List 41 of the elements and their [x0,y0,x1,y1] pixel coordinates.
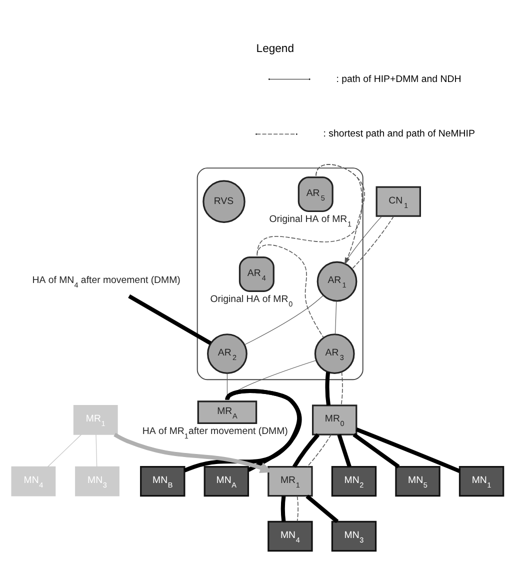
cluster [196,168,364,380]
connector [337,434,352,468]
connector [292,433,320,468]
node-box: MR$_{0}$ [312,404,358,436]
node-box: MR$_{1}$ [268,466,313,497]
connector [352,433,400,468]
connector [256,164,362,256]
connector [296,496,298,522]
legend-label: : shortest path and path of NeMHIP [323,128,475,140]
connector [356,428,460,474]
connector [184,389,302,472]
connector [48,434,82,468]
connector [306,494,339,524]
node-circle: AR$_{3}$ [314,334,355,374]
connector [306,434,332,468]
node-box: MN$_{5}$ [395,466,440,497]
node-box: MN$_{3}$ [331,520,377,552]
node-circle: RVS [202,180,246,223]
connector [325,372,331,406]
connector [96,434,98,468]
node-box: MN$_{1}$ [458,466,504,497]
label: Legend [256,42,294,55]
connector [244,295,324,345]
node-circle: AR$_{2}$ [207,334,248,374]
connector [340,371,343,406]
node-box: MN$_{2}$ [331,466,377,497]
node-box: MN$_{4}$ [268,520,313,552]
node-text: HA of MN$_{4}$ after movement (DMM) [32,275,180,290]
legend-label: : path of HIP+DMM and NDH [336,74,462,85]
connector [256,244,324,338]
node-label: HA of MR$_{1}$after movement (DMM) [142,426,288,441]
node-circle: AR$_{1}$ [316,261,358,302]
connector [334,300,337,334]
connector [280,496,286,522]
node-box: CN$_{1}$ [376,186,421,217]
node-label: Original HA of MR$_{0}$ [210,294,293,309]
connector [352,216,394,270]
node-label: Original HA of MR$_{1}$ [269,214,352,229]
connector [128,294,212,346]
node-box: MN$_{B}$ [140,466,186,497]
node-box: MN$_{A}$ [204,466,250,497]
